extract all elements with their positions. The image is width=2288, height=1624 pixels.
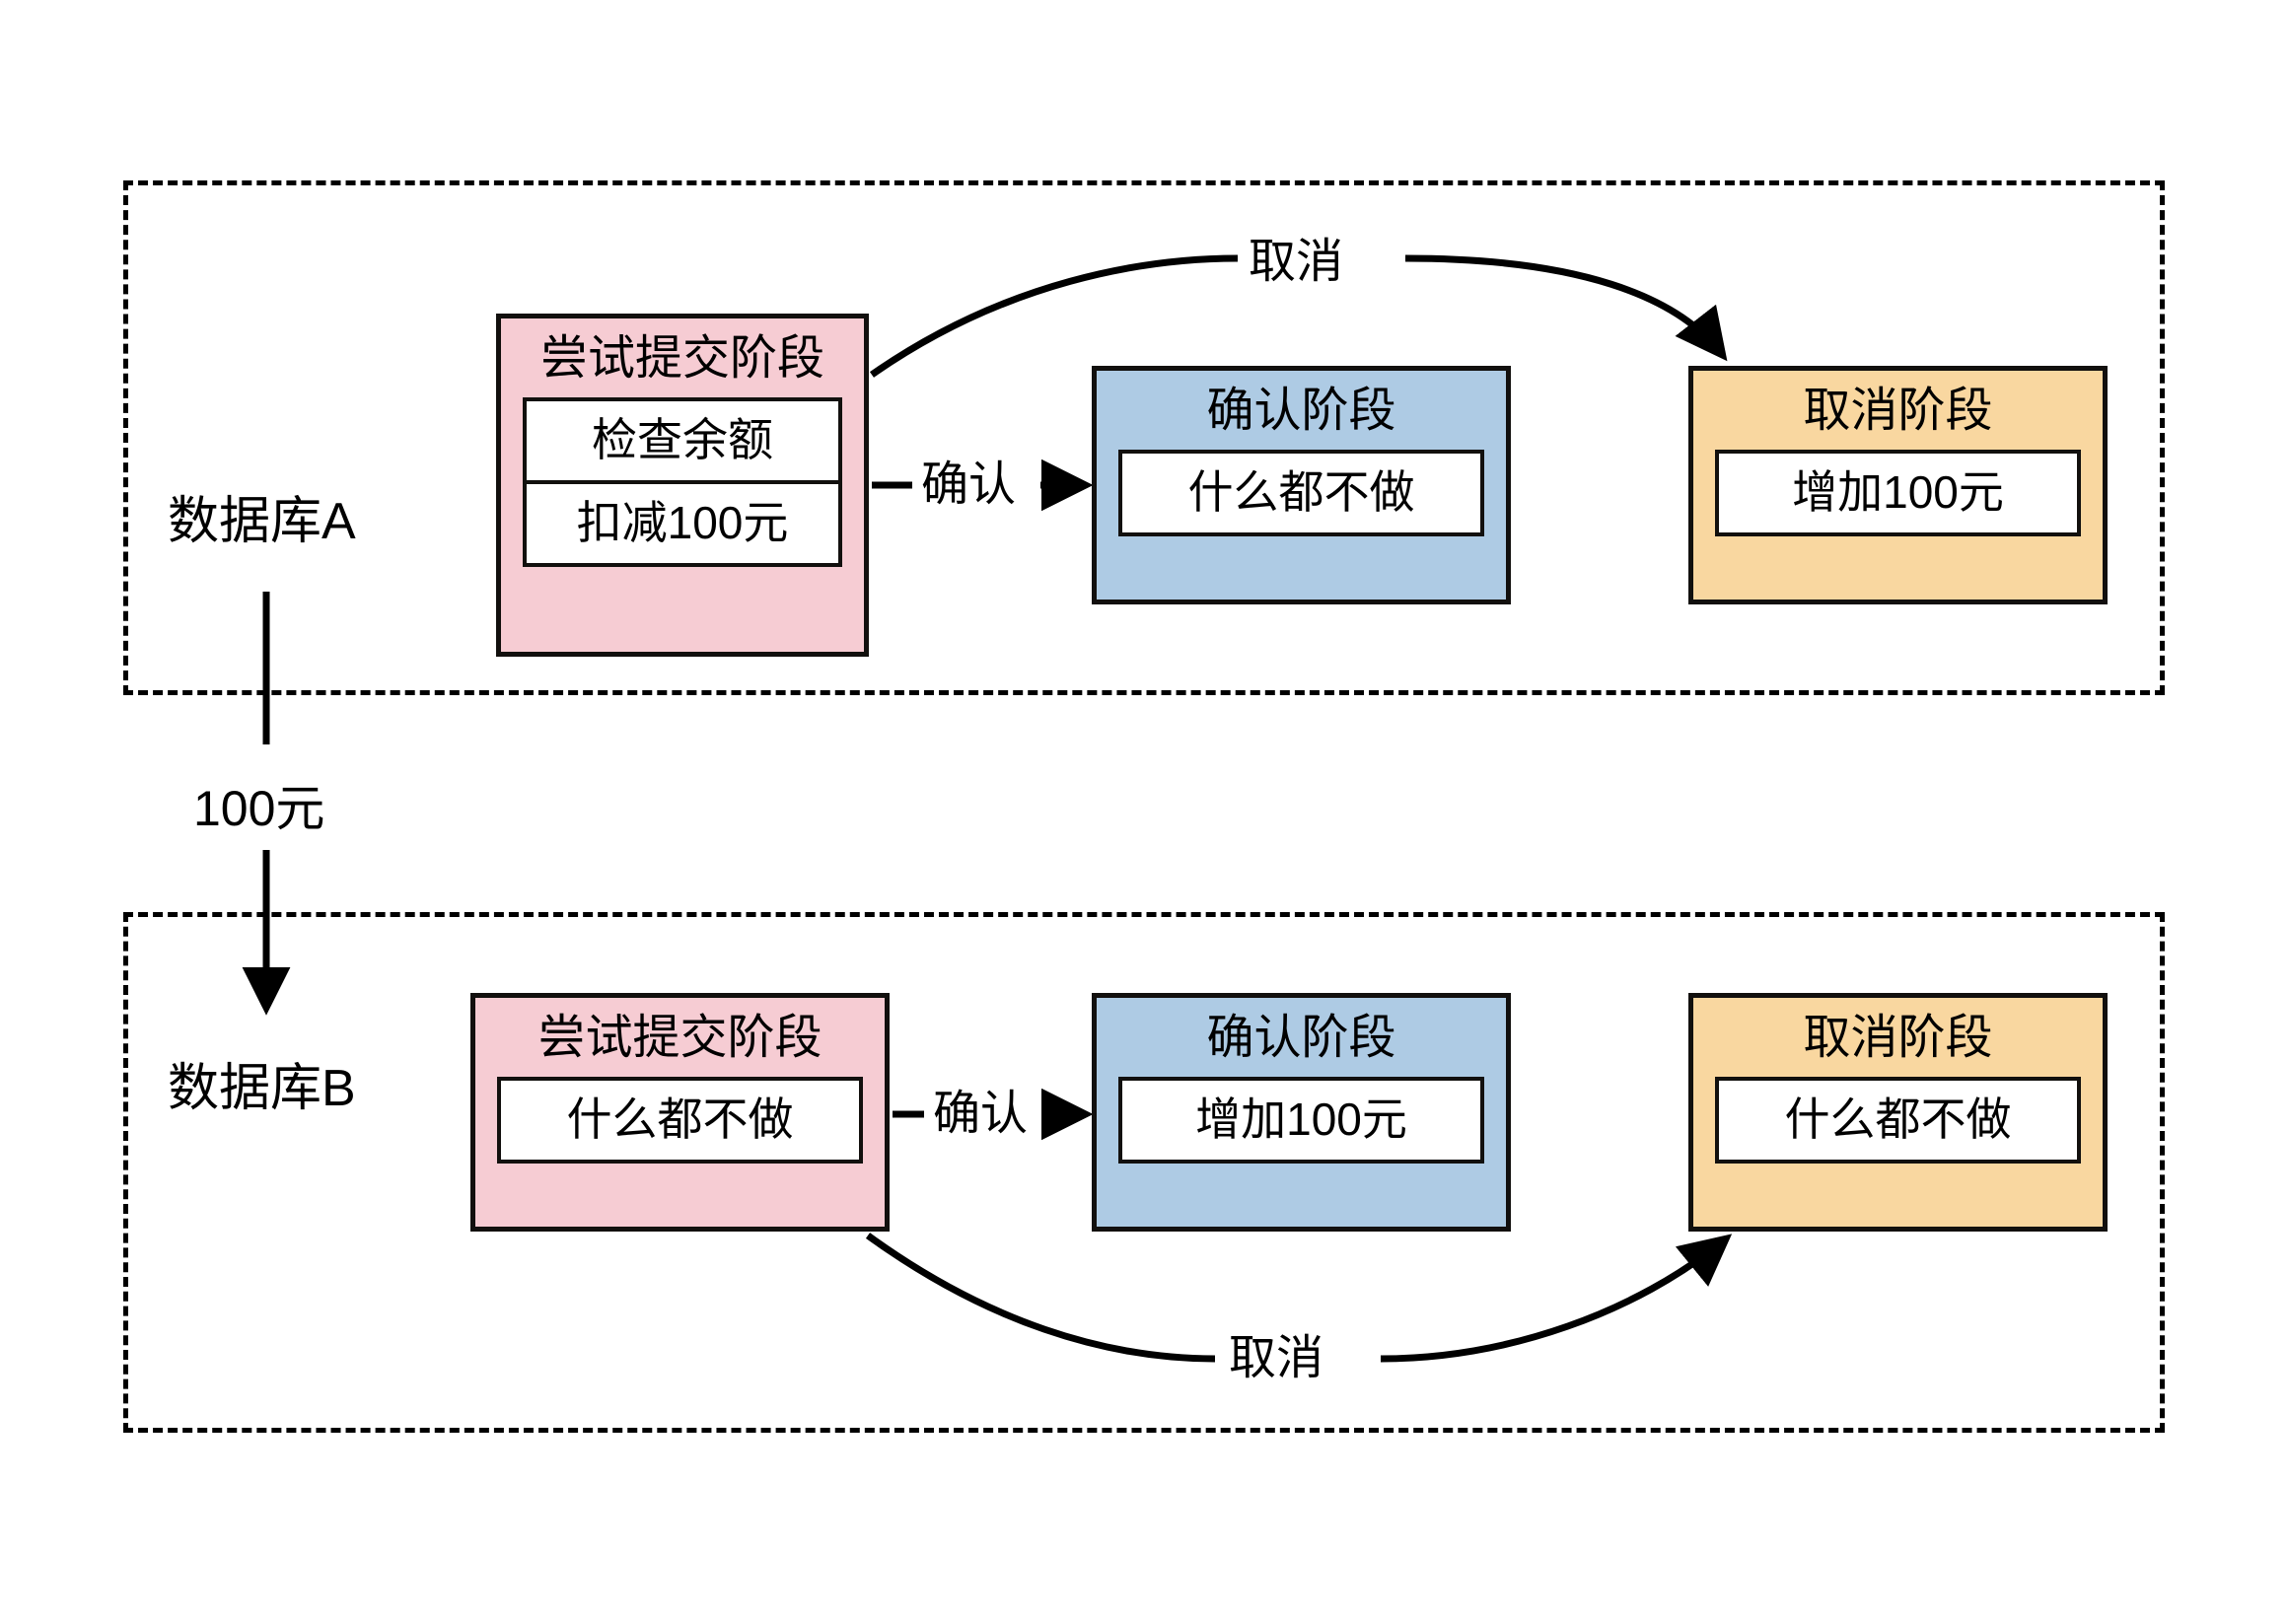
transfer-amount-label: 100元 <box>193 781 325 836</box>
phase-action: 什么都不做 <box>1719 1080 2077 1160</box>
phase-action: 扣减100元 <box>527 479 838 563</box>
phase-card-a-confirm[interactable]: 确认阶段 什么都不做 <box>1092 366 1511 604</box>
database-a-region <box>123 180 2165 695</box>
database-b-region <box>123 912 2165 1433</box>
phase-action: 增加100元 <box>1719 453 2077 532</box>
database-b-label: 数据库B <box>168 1060 356 1117</box>
phase-action-list: 检查余额 扣减100元 <box>523 396 842 567</box>
phase-action-list: 什么都不做 <box>497 1076 863 1164</box>
edge-label-a-confirm: 确认 <box>915 461 1023 509</box>
phase-card-a-cancel[interactable]: 取消阶段 增加100元 <box>1688 366 2108 604</box>
phase-action-list: 什么都不做 <box>1715 1076 2081 1164</box>
phase-action-list: 增加100元 <box>1715 449 2081 536</box>
phase-title: 尝试提交阶段 <box>539 332 824 385</box>
phase-action: 检查余额 <box>527 400 838 480</box>
phase-card-b-try[interactable]: 尝试提交阶段 什么都不做 <box>470 993 890 1232</box>
phase-title: 确认阶段 <box>1206 385 1396 437</box>
phase-title: 取消阶段 <box>1803 385 1993 437</box>
phase-card-b-cancel[interactable]: 取消阶段 什么都不做 <box>1688 993 2108 1232</box>
edge-label-a-cancel: 取消 <box>1243 239 1350 286</box>
phase-title: 确认阶段 <box>1206 1012 1396 1064</box>
phase-action-list: 增加100元 <box>1118 1076 1484 1164</box>
edge-label-b-confirm: 确认 <box>927 1091 1035 1138</box>
phase-action: 什么都不做 <box>501 1080 859 1160</box>
phase-card-a-try[interactable]: 尝试提交阶段 检查余额 扣减100元 <box>496 314 869 657</box>
phase-title: 取消阶段 <box>1803 1012 1993 1064</box>
phase-action: 增加100元 <box>1122 1080 1480 1160</box>
database-a-label: 数据库A <box>168 493 356 550</box>
edge-label-b-cancel: 取消 <box>1223 1335 1330 1382</box>
phase-action-list: 什么都不做 <box>1118 449 1484 536</box>
phase-action: 什么都不做 <box>1122 453 1480 532</box>
phase-title: 尝试提交阶段 <box>537 1012 822 1064</box>
phase-card-b-confirm[interactable]: 确认阶段 增加100元 <box>1092 993 1511 1232</box>
